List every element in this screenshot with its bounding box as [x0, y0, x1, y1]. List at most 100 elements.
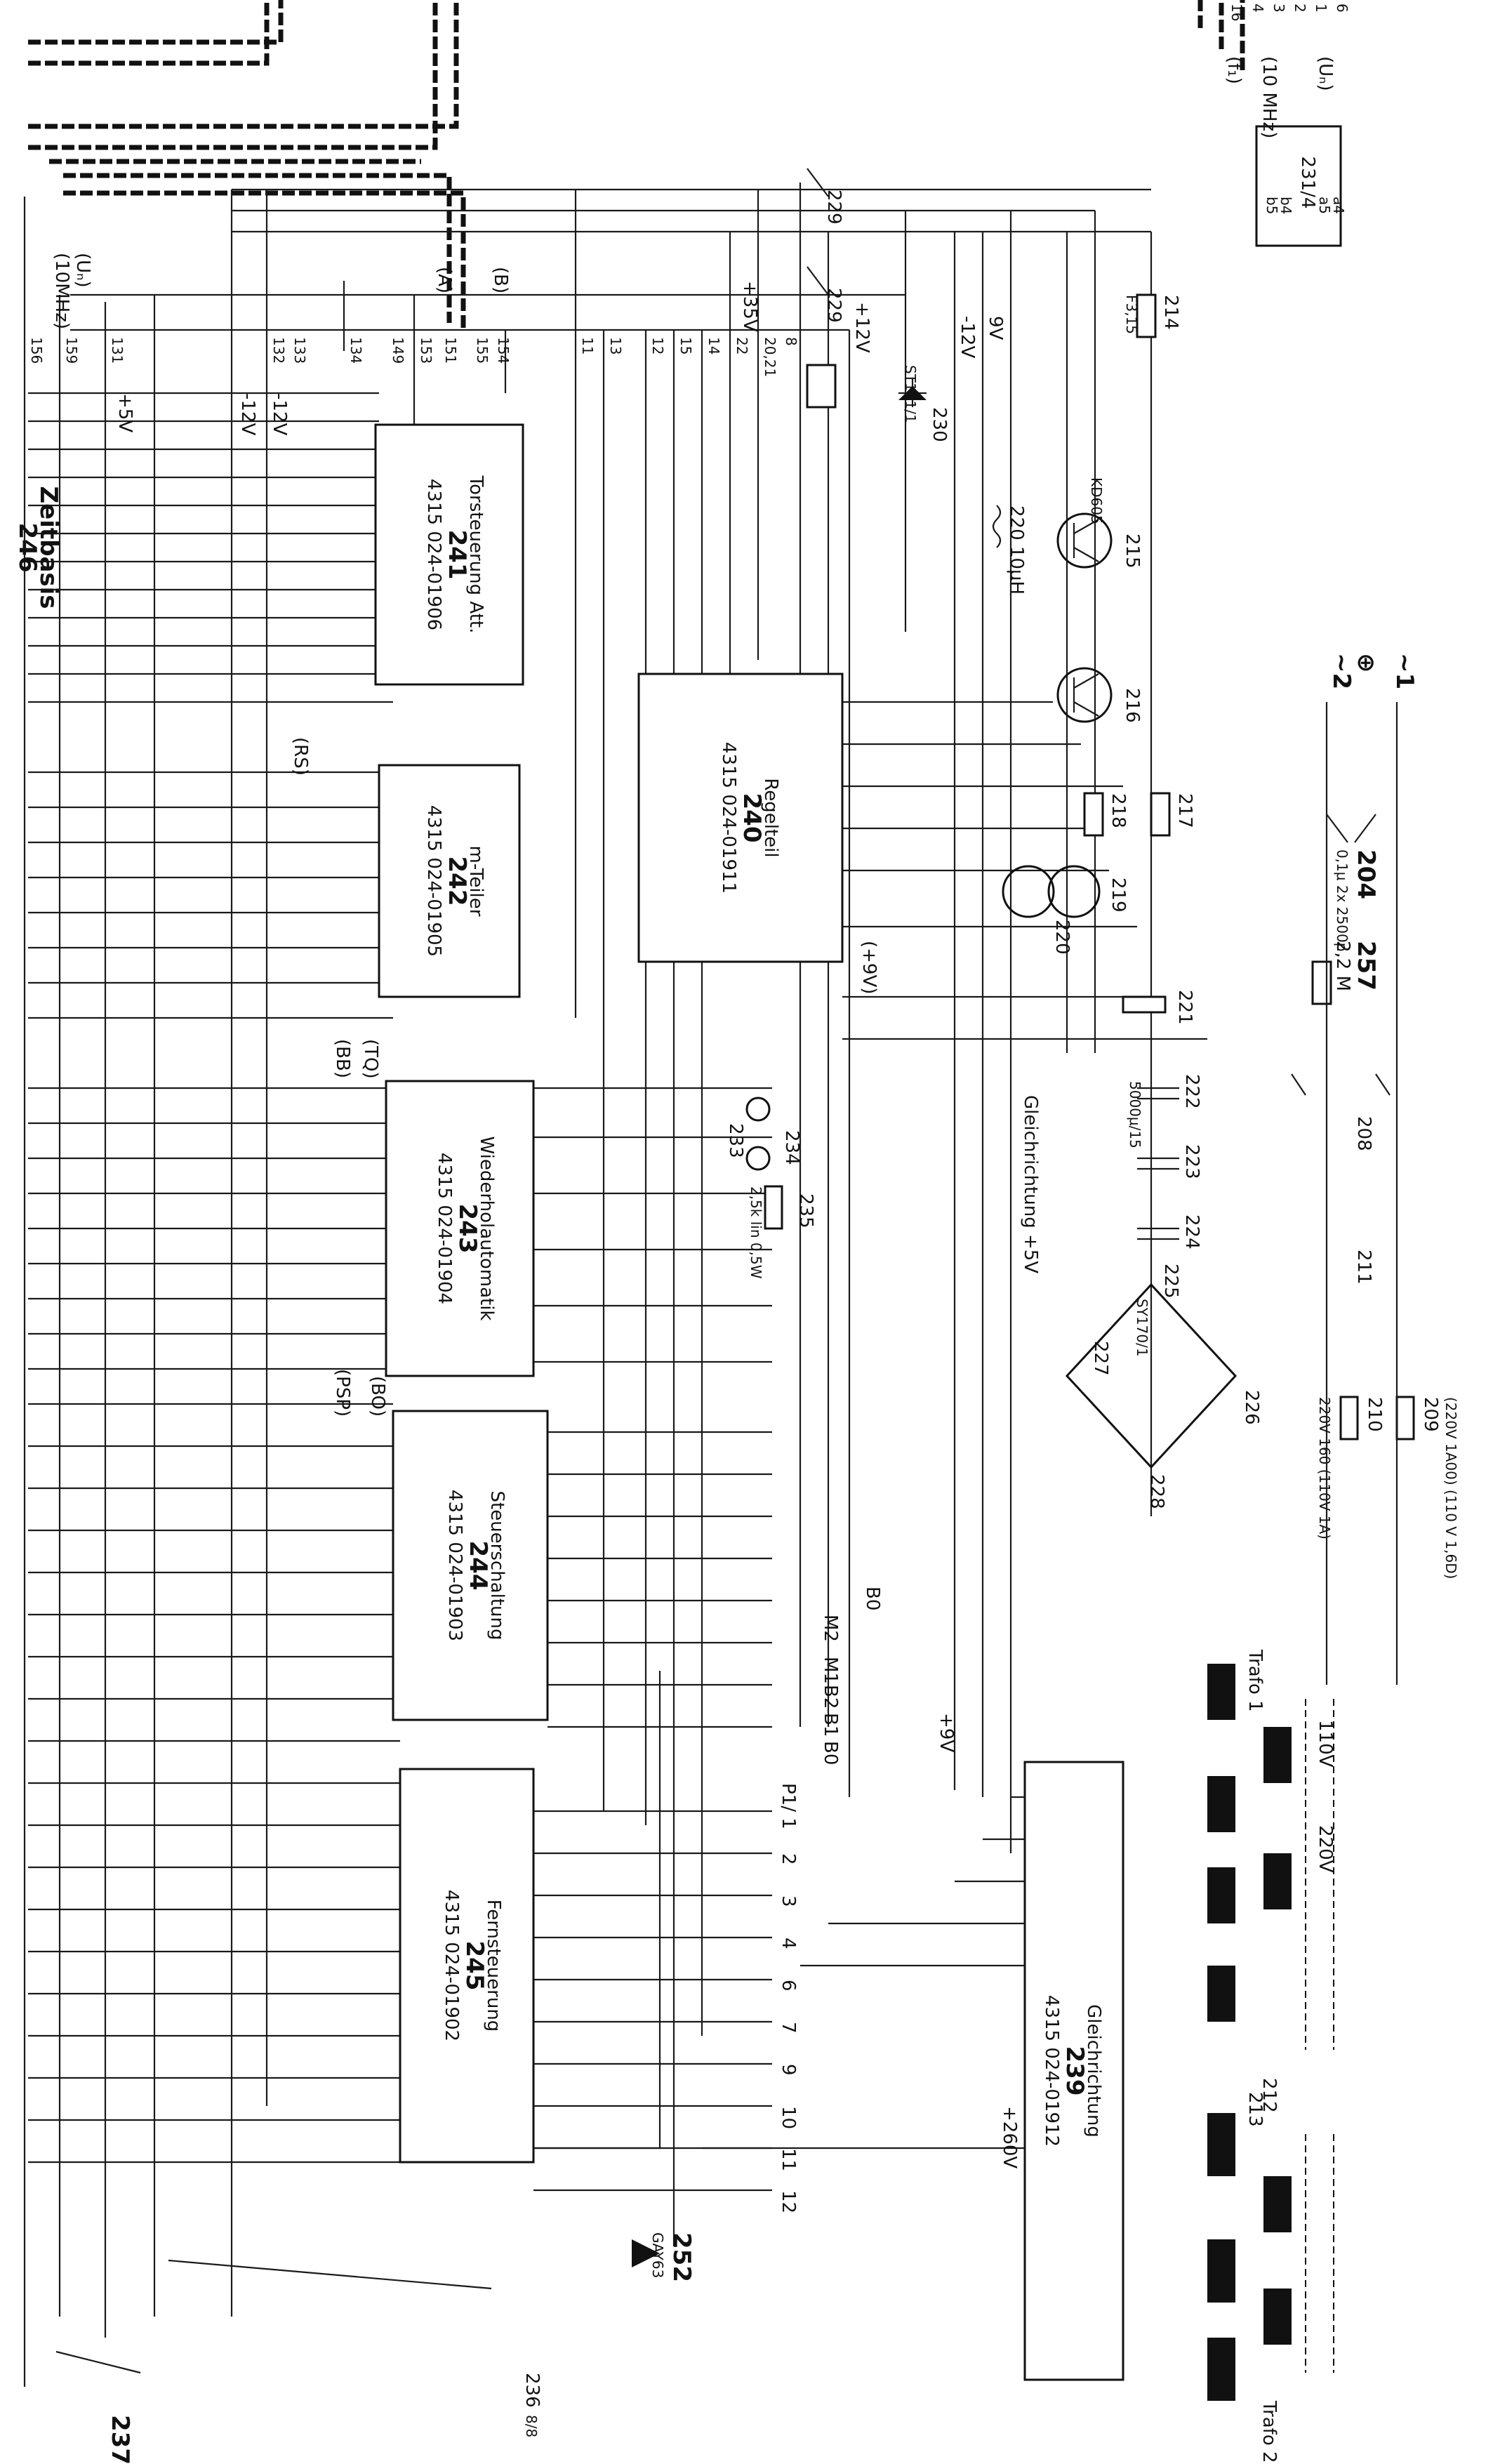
function-labels: M2 M1 B2 B1 B0 B0	[820, 1587, 883, 1765]
module-240-name: Regelteil	[760, 778, 781, 857]
d226-label: 226	[1241, 1390, 1262, 1425]
c224-label: 224	[1181, 1214, 1202, 1250]
module-244-part: 4315 024-01903	[444, 1490, 465, 1641]
fuse-209-label: 209	[1420, 1397, 1441, 1432]
upper-bus-bundle	[28, 0, 1245, 330]
zeitbasis-label: Zeitbasis	[34, 486, 62, 609]
vertical-wiring	[23, 183, 1153, 2387]
func-label: B2	[820, 1685, 841, 1709]
signal-tag: (BB)	[332, 1039, 353, 1078]
module-243-block: 243 Wiederholautomatik 4315 024-01904	[385, 1080, 535, 1377]
net-label: 12	[649, 337, 666, 355]
net-label: 154	[495, 337, 512, 364]
top-f1: (f₁)	[1223, 56, 1245, 84]
net-211-label: 211	[1353, 1250, 1374, 1285]
top-pin: 2	[1292, 4, 1308, 13]
d227-label: 227	[1090, 1341, 1111, 1376]
signal-tag: (PSP)	[332, 1369, 353, 1417]
module-242-part: 4315 024-01905	[423, 805, 444, 957]
mains-2: ~2	[1327, 653, 1355, 689]
remote-pin: 6	[778, 1980, 799, 1992]
fuse-214: 214 F3,15	[1123, 293, 1181, 338]
c204-label: 204	[1352, 849, 1380, 899]
remote-pin: 7	[778, 2022, 799, 2034]
left-freq-labels: (10MHz) (Uₙ) (A) (B)	[51, 253, 511, 329]
remote-pins: P1/ 1 2 3 4 6 7 9 10 11 12	[778, 1783, 799, 2213]
switch-208-label: 208	[1353, 1116, 1374, 1151]
kd605-label: KD605	[1088, 477, 1105, 524]
func-label: M2	[820, 1615, 841, 1642]
net-label: 15	[677, 337, 694, 355]
remote-pin: 10	[778, 2106, 799, 2129]
net-label: 11	[579, 337, 596, 355]
transformer-212-label: 212	[1259, 2078, 1280, 2113]
rectifier-5v-label: Gleichrichtung +5V	[1020, 1095, 1041, 1273]
module-241-id: 241	[443, 530, 471, 580]
switch-236-pins: 8/8	[523, 2415, 540, 2437]
net-label: 132	[270, 337, 287, 364]
zeitbasis-num: 246	[13, 523, 41, 573]
transistor-216: 216	[1056, 667, 1143, 723]
fuse-210-label: 210	[1364, 1397, 1385, 1432]
remote-pin: 12	[778, 2190, 799, 2213]
d228-label: 228	[1146, 1474, 1167, 1509]
d225-label: 225	[1160, 1264, 1181, 1299]
fuse-214-val: F3,15	[1123, 295, 1140, 334]
horizontal-wiring	[28, 188, 1207, 2192]
fuse-257-label: 257	[1352, 941, 1380, 991]
module-245-id: 245	[460, 1941, 489, 1991]
signal-tag: (TQ)	[360, 1039, 381, 1079]
relay-229-b: 229	[807, 266, 844, 323]
module-241-name: Torsteuerung Att.	[465, 475, 486, 634]
left-un: (Uₙ)	[72, 253, 93, 288]
func-label: B1	[820, 1713, 841, 1737]
module-243-name: Wiederholautomatik	[476, 1137, 497, 1321]
transistor-219-label: 219	[1108, 877, 1129, 913]
inductor-220-label: 220 10μH	[1006, 505, 1027, 595]
top-pin: 3	[1270, 4, 1287, 13]
r218-label: 218	[1108, 793, 1129, 828]
r235-label: 235	[795, 1193, 816, 1228]
module-244-name: Steuerschaltung	[486, 1491, 507, 1641]
c204-val: 0,1μ 2x 2500p	[1334, 849, 1351, 951]
signal-tags: (RS) (BB) (TQ) (PSP) (BO)	[290, 737, 388, 1417]
lamp-234-label: 234	[781, 1130, 802, 1165]
diode-part: SY170/1	[1134, 1299, 1150, 1357]
module-242-id: 242	[443, 856, 471, 906]
connector-231-4: 231/4 b5 b4 a5 a4 (10 MHz) (Uₙ) (f₁) 16 …	[1223, 4, 1351, 247]
trafo-2-label: Trafo 2	[1259, 2400, 1280, 2463]
module-244-block: 244 Steuerschaltung 4315 024-01903	[392, 1410, 549, 1721]
remote-pin: 3	[778, 1895, 799, 1907]
net-label: 134	[347, 337, 364, 364]
transistor-219: 219 220	[1002, 865, 1129, 955]
module-241-part: 4315 024-01906	[423, 479, 444, 630]
mains-input: ~2 ~1 ⊕ 204 0,1μ 2x 2500p 257 2,2 M 208 …	[1291, 653, 1459, 1685]
net-label: 20,21	[762, 337, 778, 377]
signal-tag: (RS)	[290, 737, 311, 776]
trafo-1-label: Trafo 1	[1245, 1649, 1266, 1712]
connector-231-4-label: 231/4	[1297, 157, 1318, 209]
rail-labels: +5V -12V -12V +35V +12V 9V -12V	[114, 281, 1006, 435]
module-239-part: 4315 024-01912	[1041, 1995, 1062, 2147]
net-label: 151	[442, 337, 459, 364]
relay-230: 230 ST111/1	[806, 364, 950, 442]
net-label: 13	[607, 337, 624, 355]
remote-pin: 4	[778, 1938, 799, 1949]
plus-9v-box-label: (+9V)	[858, 941, 880, 994]
volt-220: 220V	[1315, 1825, 1336, 1873]
lamps-233-234: 233 234 235 2,5k lin 0,5W	[725, 1097, 816, 1279]
module-239-id: 239	[1061, 2046, 1089, 2096]
r217-label: 217	[1174, 793, 1195, 828]
net-label: 153	[418, 337, 434, 364]
c223-label: 223	[1181, 1144, 1202, 1179]
module-245-name: Fernsteuerung	[483, 1900, 504, 2032]
module-240-part: 4315 024-01911	[718, 742, 739, 894]
lamp-233-label: 233	[725, 1123, 746, 1158]
transistor-216-label: 216	[1122, 688, 1143, 723]
top-pin: 1	[1313, 4, 1329, 13]
remote-pin: 9	[778, 2064, 799, 2076]
rail-label: +35V	[739, 281, 760, 332]
left-freq: (10MHz)	[51, 253, 72, 329]
left-b: (B)	[490, 267, 511, 293]
conn-pin: a5	[1316, 197, 1333, 214]
